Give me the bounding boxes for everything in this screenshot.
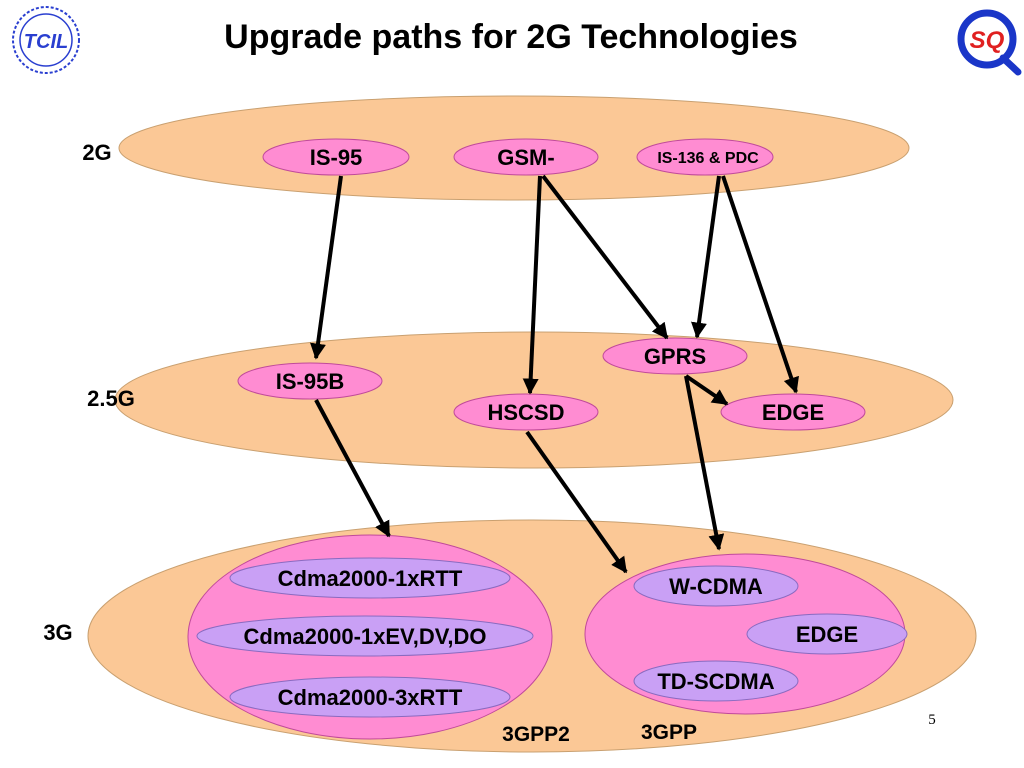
node-cdma2000-3xrtt-label: Cdma2000-3xRTT bbox=[278, 685, 463, 710]
sq-logo: SQ bbox=[957, 9, 1022, 76]
arrow-is136-to-gprs bbox=[691, 175, 721, 339]
node-td-scdma bbox=[633, 660, 799, 702]
node-wcdma bbox=[633, 565, 799, 607]
tcil-logo-text: TCIL bbox=[24, 31, 68, 53]
node-edge-2-5g bbox=[720, 393, 866, 431]
node-gsm bbox=[453, 138, 599, 176]
node-edge-2-5g-label: EDGE bbox=[762, 400, 824, 425]
level-label-3g: 3G bbox=[43, 620, 72, 645]
node-cdma2000-1xrtt bbox=[229, 557, 511, 599]
node-cdma2000-1xrtt-label: Cdma2000-1xRTT bbox=[278, 566, 463, 591]
tcil-logo: TCIL bbox=[12, 6, 80, 74]
level-label-2-5g: 2.5G bbox=[87, 386, 135, 411]
arrow-gsm-to-hscsd bbox=[522, 175, 542, 395]
node-cdma2000-3xrtt bbox=[229, 676, 511, 718]
node-is136-label: IS-136 & PDC bbox=[657, 150, 759, 167]
group-label-3gpp2: 3GPP2 bbox=[502, 723, 570, 746]
node-gprs bbox=[602, 337, 748, 375]
node-is136 bbox=[636, 138, 774, 176]
node-edge-3g-label: EDGE bbox=[796, 622, 858, 647]
arrow-hscsd-to-wcdma bbox=[525, 430, 628, 574]
page-number: 5 bbox=[928, 712, 936, 728]
sq-logo-text: SQ bbox=[970, 27, 1005, 54]
slide-title: Upgrade paths for 2G Technologies bbox=[224, 18, 798, 56]
node-td-scdma-label: TD-SCDMA bbox=[657, 669, 774, 694]
node-edge-3g bbox=[746, 613, 908, 655]
arrow-is136-to-edge bbox=[721, 175, 799, 394]
arrow-is95b-to-cdma2000 bbox=[314, 399, 391, 538]
node-is95b-label: IS-95B bbox=[276, 369, 344, 394]
node-gprs-label: GPRS bbox=[644, 344, 706, 369]
node-cdma2000-1xev-label: Cdma2000-1xEV,DV,DO bbox=[244, 624, 487, 649]
level-label-2g: 2G bbox=[82, 140, 111, 165]
node-wcdma-label: W-CDMA bbox=[669, 574, 763, 599]
arrow-is95-to-is95b bbox=[310, 175, 343, 360]
node-hscsd-label: HSCSD bbox=[487, 400, 564, 425]
group-label-3gpp: 3GPP bbox=[641, 721, 697, 744]
node-gsm-label: GSM- bbox=[497, 145, 554, 170]
arrow-gsm-to-gprs bbox=[541, 174, 669, 340]
arrows bbox=[310, 174, 799, 574]
node-is95b bbox=[237, 362, 383, 400]
arrow-gprs-to-wcdma bbox=[684, 375, 725, 551]
node-is95 bbox=[262, 138, 410, 176]
arrow-gprs-to-edge bbox=[684, 374, 729, 406]
node-is95-label: IS-95 bbox=[310, 145, 363, 170]
node-cdma2000-1xev bbox=[196, 615, 534, 657]
